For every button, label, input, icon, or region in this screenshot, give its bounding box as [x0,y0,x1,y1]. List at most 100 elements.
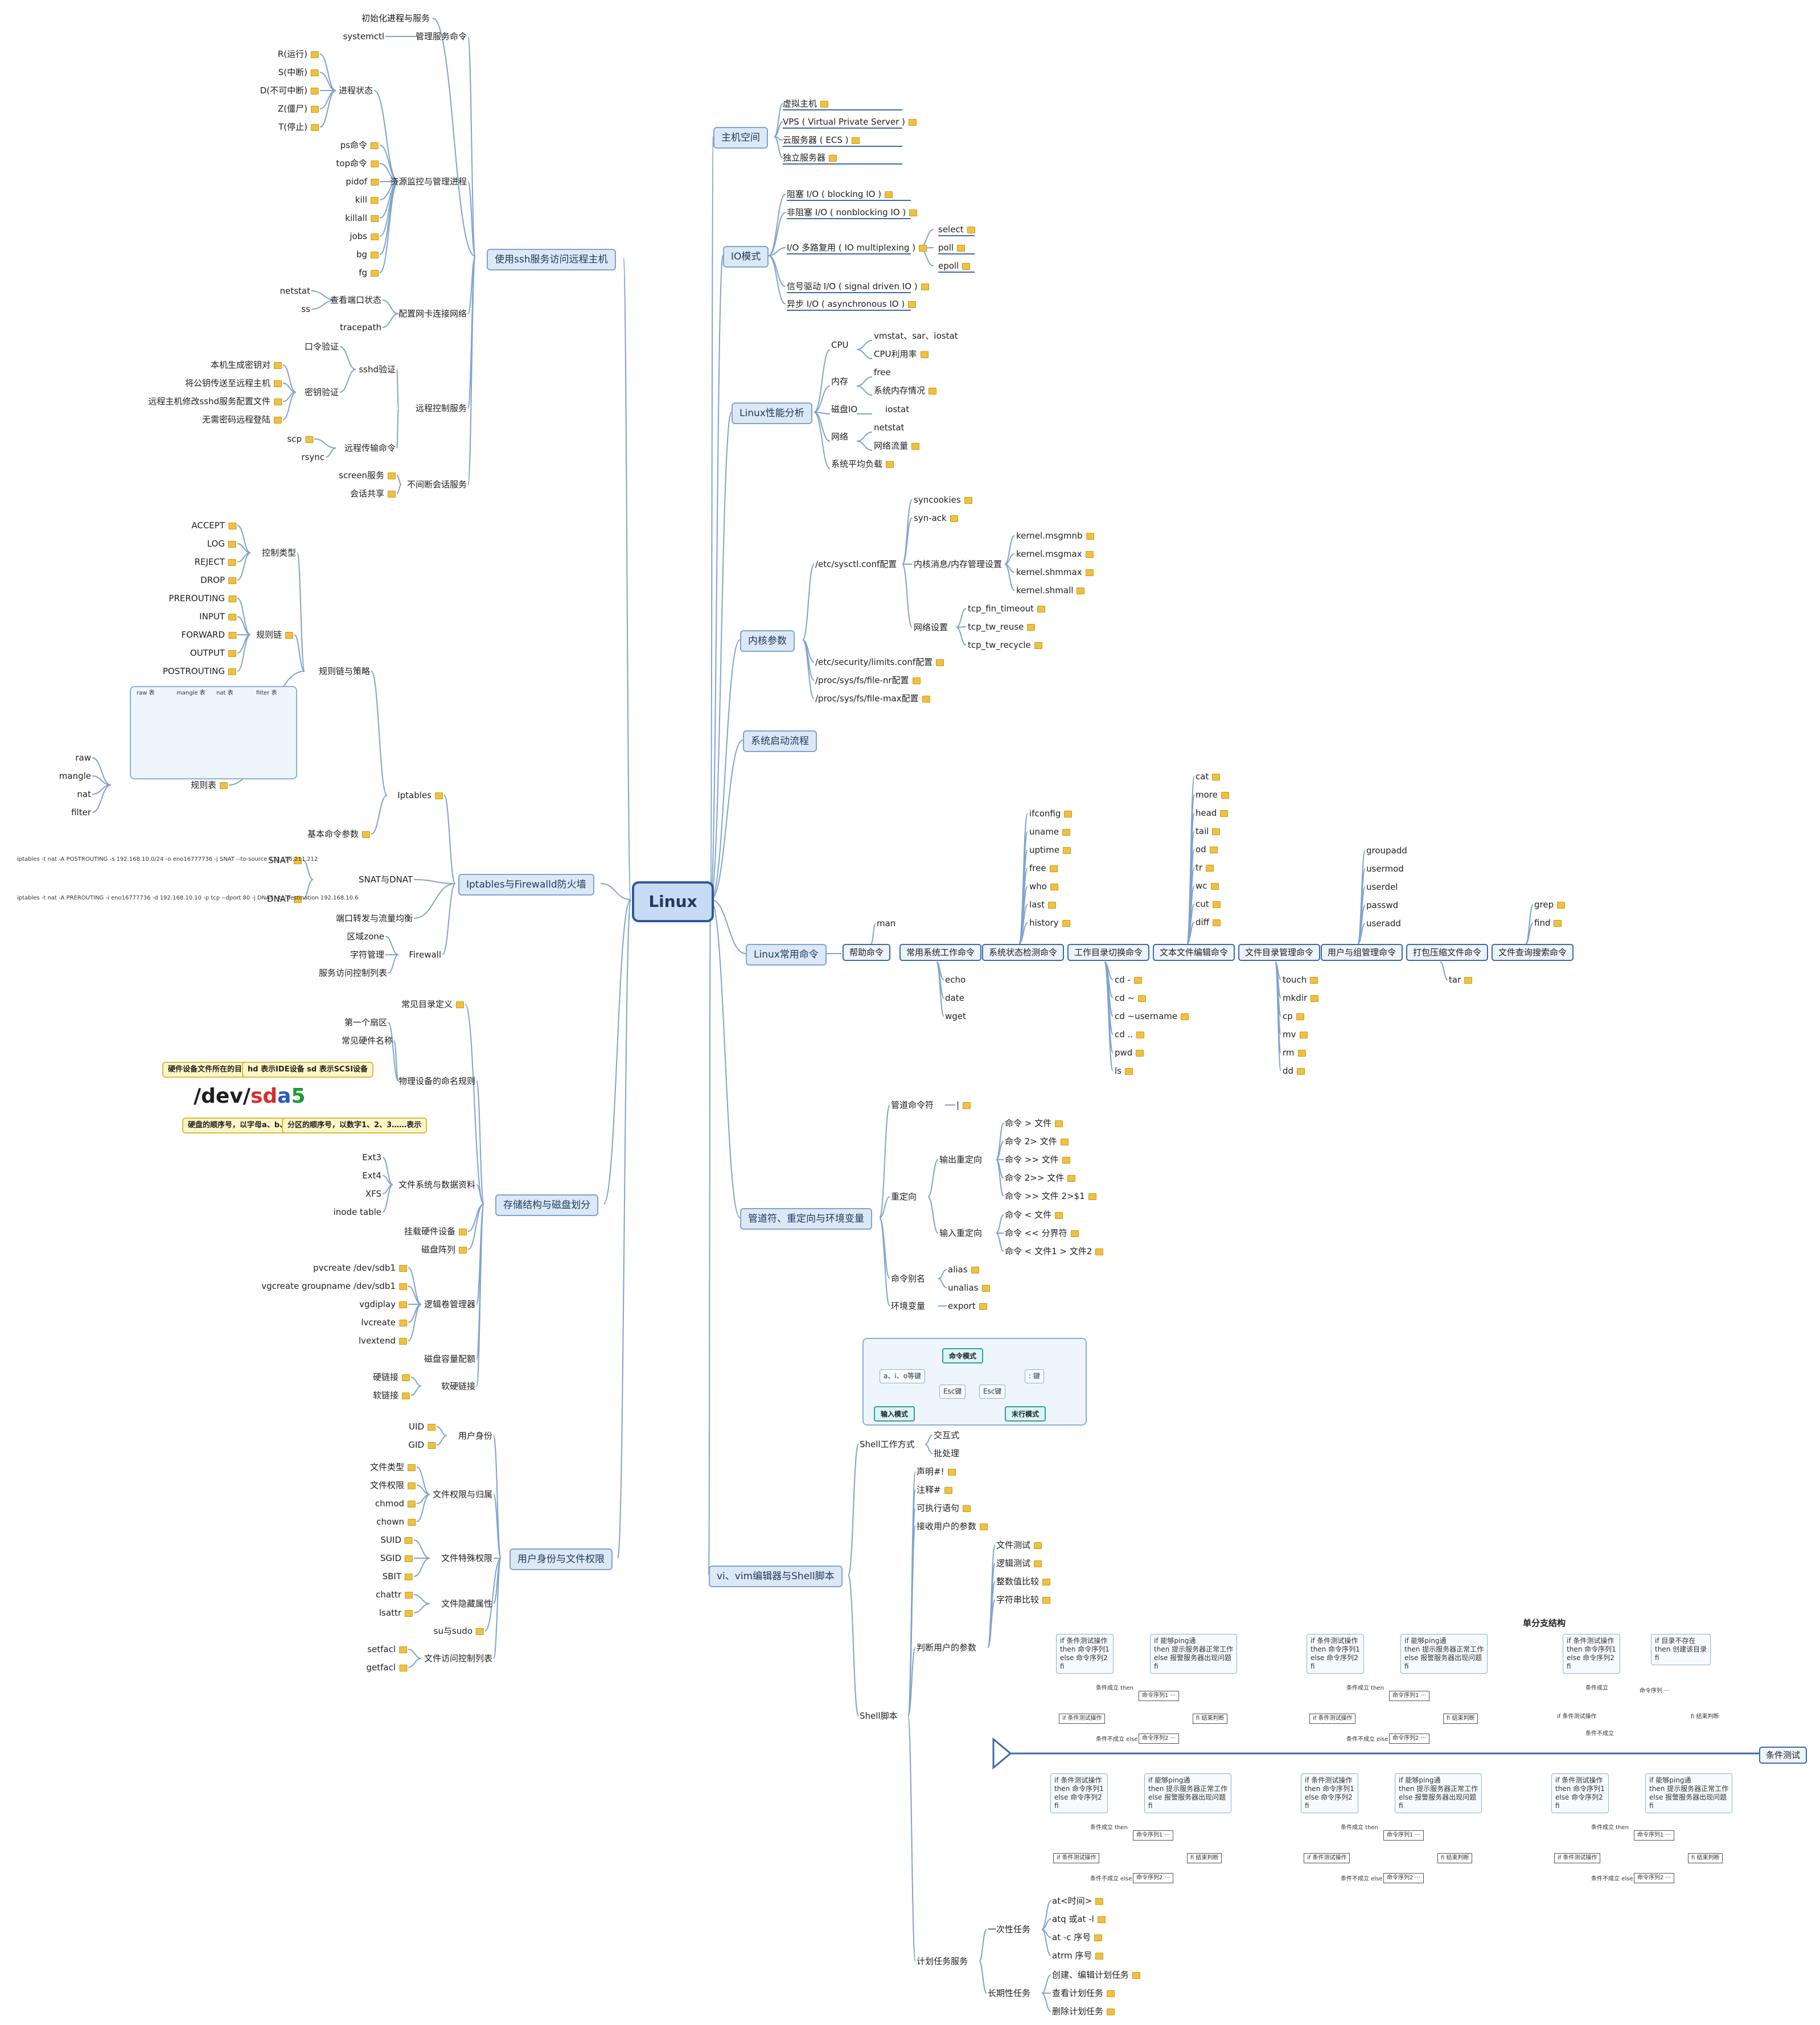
judge-item[interactable]: 文件测试 [996,1540,1042,1550]
redirect-out-item[interactable]: 命令 2>> 文件 [1005,1173,1075,1183]
user-perm-item[interactable]: chown [376,1517,416,1527]
cmd-state[interactable]: free [1029,863,1058,873]
shell-mode[interactable]: Shell工作方式 [860,1439,915,1449]
judge-item[interactable]: 字符串比较 [996,1595,1050,1605]
cmd-state[interactable]: last [1029,899,1056,910]
st-fs-item[interactable]: inode table [334,1207,381,1217]
ssh-key-step[interactable]: 本机生成密钥对 [211,360,282,370]
cmd-cd[interactable]: pwd [1115,1048,1144,1058]
ipt-iptables[interactable]: Iptables [397,790,443,800]
command-category[interactable]: 工作目录切换命令 [1067,944,1149,961]
ssh-state[interactable]: R(运行) [278,49,319,59]
mode-input[interactable]: 输入模式 [874,1406,915,1422]
st-phys-naming[interactable]: 物理设备的命名规则 [398,1076,475,1086]
script-item[interactable]: 注释# [917,1485,952,1495]
flow-label[interactable]: 条件不成立 else [1096,1736,1137,1743]
ssh-key-step[interactable]: 无需密码远程登陆 [202,414,282,425]
kernel-mem-item[interactable]: kernel.shmall [1016,585,1084,595]
perf-net-item[interactable]: 网络流量 [874,441,919,451]
script-item[interactable]: 接收用户的参数 [917,1521,988,1531]
ipt-table-item[interactable]: nat [77,789,91,799]
perf-disk-item[interactable]: iostat [885,404,909,414]
redirect-out-item[interactable]: 命令 >> 文件 [1005,1155,1070,1165]
flow-node[interactable]: 命令序列1 ··· [1133,1830,1173,1841]
redirect-in-item[interactable]: 命令 << 分界符 [1005,1228,1079,1238]
cmd-user[interactable]: groupadd [1366,845,1407,856]
flow-node[interactable]: fi 结束判断 [1691,1714,1719,1720]
flow-label[interactable]: 条件不成立 else [1090,1876,1132,1883]
l2-user[interactable]: 用户身份与文件权限 [510,1548,613,1570]
cmd-text[interactable]: tr [1195,862,1214,873]
ssh-systemctl[interactable]: systemctl [343,31,384,42]
perf-mem-item[interactable]: free [874,367,891,377]
judge-cat[interactable]: 判断用户的参数 [917,1642,976,1653]
flow-node[interactable]: 命令序列2 ··· [1634,1873,1674,1883]
flow-label[interactable]: 条件不成立 else [1346,1736,1388,1743]
script-item[interactable]: 声明#! [917,1467,956,1477]
io-mux-item[interactable]: select [938,224,975,235]
st-lvm-item[interactable]: lvcreate [361,1317,407,1328]
ssh-state[interactable]: Z(僵尸) [278,104,319,114]
command-category[interactable]: 用户与组管理命令 [1321,944,1403,961]
ssh-key-step[interactable]: 将公钥传送至远程主机 [185,378,282,388]
cmd-dir[interactable]: touch [1283,975,1318,985]
st-first-part[interactable]: 第一个扇区 [344,1017,387,1028]
ipt-ctrl-item[interactable]: ACCEPT [191,520,236,531]
cmd-search[interactable]: grep [1534,899,1565,910]
kernel-other[interactable]: /proc/sys/fs/file-max配置 [815,693,930,704]
ipt-port-fwd[interactable]: 端口转发与流量均衡 [336,913,413,923]
perf-net[interactable]: 网络 [831,432,848,442]
ipt-chain-item[interactable]: INPUT [199,611,236,622]
kernel-net-item[interactable]: tcp_fin_timeout [968,603,1045,614]
cmd-text[interactable]: more [1195,790,1229,800]
l2-perf[interactable]: Linux性能分析 [732,402,812,424]
host-item[interactable]: VPS ( Virtual Private Server ) [783,117,917,127]
ipt-zone[interactable]: 区域zone [347,931,384,942]
user-acl-item[interactable]: setfacl [367,1644,407,1654]
flow-label[interactable]: 条件成立 then [1591,1825,1629,1831]
shell-script[interactable]: Shell脚本 [860,1711,898,1721]
ssh-resource[interactable]: 资源监控与管理进程 [390,176,467,187]
mode-key[interactable]: : 键 [1025,1369,1044,1383]
ssh-proc-state[interactable]: 进程状态 [339,85,373,96]
shell-mode-item[interactable]: 交互式 [934,1430,959,1440]
user-su[interactable]: su与sudo [434,1626,484,1636]
perf-cpu-item[interactable]: CPU利用率 [874,349,929,359]
cmd-state[interactable]: uname [1029,827,1070,837]
redirect-out-item[interactable]: 命令 2> 文件 [1005,1136,1069,1147]
user-hidden-item[interactable]: lsattr [379,1608,413,1618]
kernel-mem-item[interactable]: kernel.msgmnb [1016,531,1094,541]
ssh-scp[interactable]: scp [287,434,313,444]
ipt-snat-cmd[interactable]: iptables -t nat -A POSTROUTING -s 192.16… [17,856,318,863]
cmd-dir[interactable]: mkdir [1283,993,1318,1003]
cmd-user[interactable]: usermod [1366,864,1404,874]
ipt-chain-item[interactable]: FORWARD [182,630,237,640]
user-special-item[interactable]: SGID [380,1553,413,1563]
st-lvm[interactable]: 逻辑卷管理器 [424,1299,475,1309]
l2-vim[interactable]: vi、vim编辑器与Shell脚本 [709,1566,843,1587]
cmd-cd[interactable]: cd .. [1115,1029,1144,1040]
io-item[interactable]: 非阻塞 I/O ( nonblocking IO ) [787,207,917,217]
ipt-mini-table[interactable]: filter 表 [256,690,277,697]
ipt-chain-item[interactable]: PREROUTING [169,593,236,603]
l2-boot[interactable]: 系统启动流程 [743,730,817,752]
dev-callout[interactable]: 分区的顺序号，以数字1、2、3……表示 [282,1118,427,1133]
ssh-res-cmd[interactable]: pidof [346,176,379,187]
flow-label[interactable]: 条件不成立 else [1341,1876,1382,1883]
l2-io[interactable]: IO模式 [723,246,769,268]
once-item[interactable]: atrm 序号 [1052,1950,1103,1961]
st-raid[interactable]: 磁盘阵列 [421,1244,467,1255]
user-perm-item[interactable]: 文件权限 [370,1480,416,1490]
kernel-sysctl[interactable]: /etc/sysctl.conf配置 [815,559,897,569]
sched-once[interactable]: 一次性任务 [988,1924,1030,1934]
long-item[interactable]: 查看计划任务 [1052,1988,1115,1998]
flow-node[interactable]: if 条件测试操作 [1554,1853,1600,1863]
ssh-res-cmd[interactable]: ps命令 [340,140,379,150]
mode-command[interactable]: 命令模式 [942,1348,983,1363]
flow-node[interactable]: 命令序列 ··· [1640,1688,1670,1695]
user-hidden-item[interactable]: chattr [376,1589,413,1600]
perf-cpu-item[interactable]: vmstat、sar、iostat [874,331,958,341]
once-item[interactable]: at -c 序号 [1052,1932,1102,1942]
mode-key[interactable]: a、i、o等键 [880,1369,925,1383]
env-item[interactable]: export [948,1301,987,1311]
